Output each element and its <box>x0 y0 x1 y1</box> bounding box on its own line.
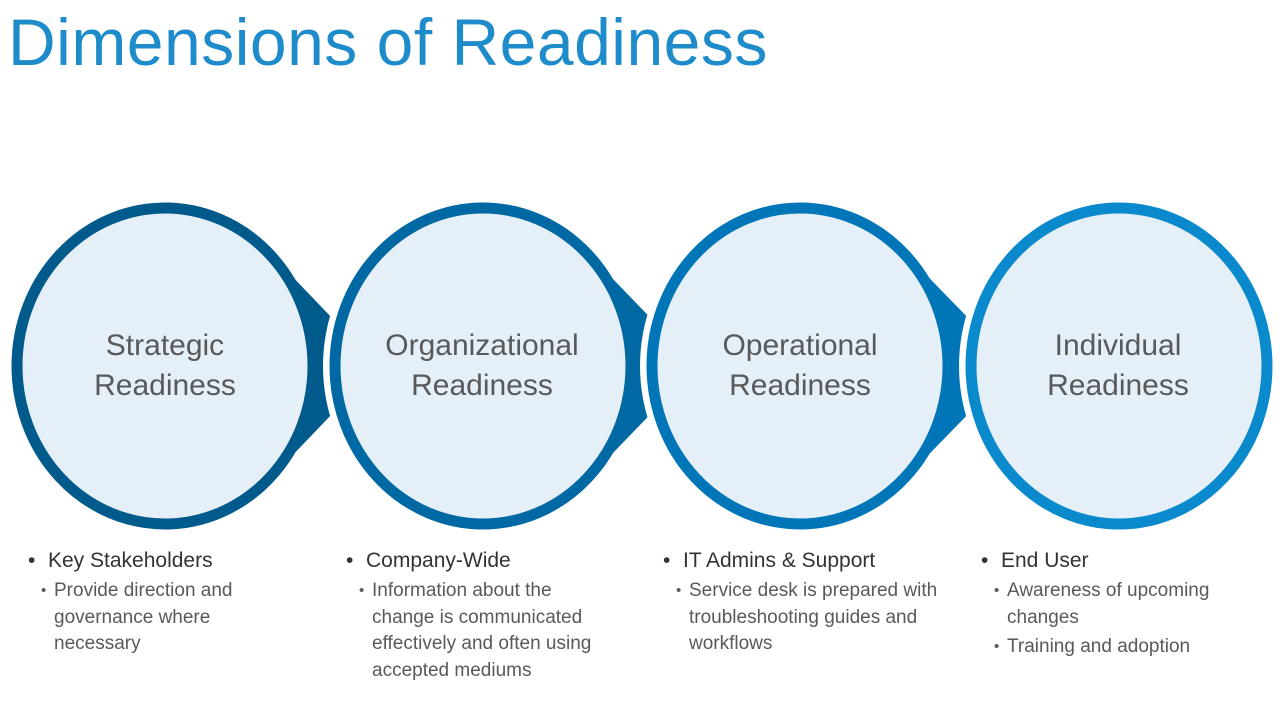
stage-shape-strategic <box>5 196 378 536</box>
bullet-heading: Company-Wide <box>346 547 606 575</box>
stage-label-line: Strategic <box>105 329 225 362</box>
stage-label-line: Readiness <box>94 369 236 402</box>
bullets-strategic: Key Stakeholders Provide direction and g… <box>28 547 258 658</box>
stage-label-strategic: Strategic Readiness <box>35 326 295 406</box>
stage-label-line: Readiness <box>729 369 871 402</box>
stage-shape-operational <box>640 196 1015 536</box>
stage-label-individual: Individual Readiness <box>988 326 1248 406</box>
stage-label-line: Individual <box>1054 329 1182 362</box>
bullet-heading: Key Stakeholders <box>28 547 258 575</box>
sub-bullet: Training and adoption <box>981 634 1231 661</box>
bullet-heading: End User <box>981 547 1231 575</box>
stage-label-line: Readiness <box>1047 369 1189 402</box>
sub-bullet: Awareness of upcoming changes <box>981 578 1231 631</box>
stage-label-line: Organizational <box>385 329 579 362</box>
stage-shape-individual <box>959 196 1279 536</box>
stage-label-line: Operational <box>722 329 878 362</box>
sub-bullet: Provide direction and governance where n… <box>28 578 258 658</box>
stage-label-organizational: Organizational Readiness <box>352 326 612 406</box>
bullets-individual: End User Awareness of upcoming changes T… <box>981 547 1231 661</box>
stage-label-line: Readiness <box>411 369 553 402</box>
slide-title: Dimensions of Readiness <box>8 5 768 79</box>
sub-bullet: Service desk is prepared with troublesho… <box>663 578 943 658</box>
bullet-heading: IT Admins & Support <box>663 547 943 575</box>
sub-bullet: Information about the change is communic… <box>346 578 606 684</box>
stage-label-operational: Operational Readiness <box>670 326 930 406</box>
bullets-organizational: Company-Wide Information about the chang… <box>346 547 606 684</box>
bullets-operational: IT Admins & Support Service desk is prep… <box>663 547 943 658</box>
stage-shape-organizational <box>323 196 697 536</box>
